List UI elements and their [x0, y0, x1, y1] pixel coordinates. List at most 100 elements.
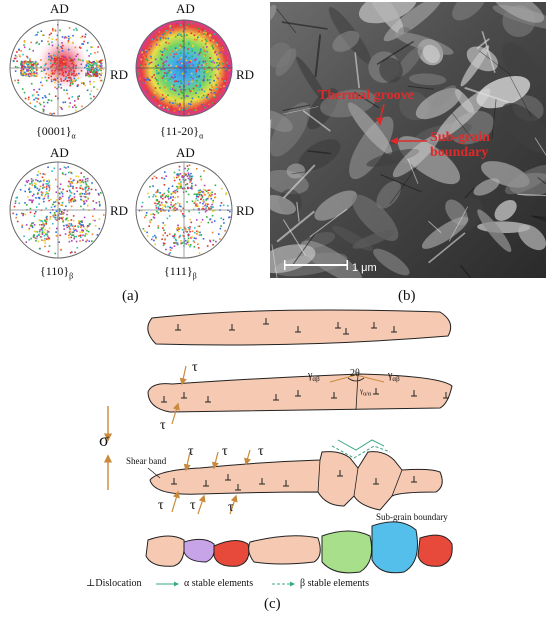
pole-point [38, 102, 41, 105]
pole-point [85, 65, 88, 67]
pole-point [202, 106, 205, 108]
pole-point [212, 206, 214, 208]
pole-point [144, 79, 146, 81]
pole-point [55, 210, 58, 213]
pole-point [30, 62, 32, 64]
pole-point [36, 73, 39, 76]
pole-point [178, 236, 180, 239]
pole-point [23, 71, 26, 74]
pole-point [195, 194, 198, 197]
pole-point [202, 191, 204, 193]
pole-point [219, 63, 221, 66]
pole-point [165, 37, 167, 40]
pole-point [61, 108, 63, 110]
pole-point [81, 199, 83, 202]
pole-point [34, 186, 36, 189]
pole-point [184, 35, 186, 37]
pole-point [41, 231, 44, 234]
pole-point [145, 212, 148, 214]
pole-point [96, 75, 98, 78]
pole-point [169, 249, 172, 251]
pole-point [84, 84, 86, 87]
pole-point [193, 201, 196, 204]
pole-point [166, 56, 168, 59]
pole-point [82, 181, 85, 184]
pole-point [200, 198, 202, 201]
pole-point [85, 67, 88, 70]
pole-point [184, 84, 187, 87]
pole-point [163, 64, 166, 66]
pole-point [71, 197, 73, 200]
pole-point [48, 245, 51, 247]
pole-point [32, 49, 34, 52]
pole-point [99, 68, 101, 71]
dislocation-symbol [171, 478, 177, 485]
pole-point [178, 93, 180, 96]
pole-point [177, 71, 180, 73]
pole-point [186, 107, 188, 110]
pole-point [24, 66, 27, 68]
pole-point [159, 50, 162, 52]
pole-point [42, 198, 45, 200]
pole-point [43, 64, 46, 67]
pole-point [63, 63, 66, 65]
pole-point [205, 209, 208, 212]
pole-point [54, 28, 56, 31]
pole-point [180, 88, 182, 91]
pole-point [187, 112, 190, 115]
dislocation-symbol [411, 476, 417, 483]
pole-point [212, 46, 214, 49]
pole-point [72, 231, 75, 233]
tem-grain [379, 57, 403, 83]
pole-point [55, 231, 57, 233]
pole-point [63, 37, 66, 39]
pole-point [198, 89, 200, 91]
pole-point [13, 57, 16, 60]
pole-point [96, 74, 98, 77]
tem-line [281, 21, 328, 30]
pole-point [188, 164, 191, 166]
pole-point [146, 91, 149, 93]
pole-point [188, 210, 190, 213]
pole-point [69, 171, 71, 173]
tem-grain [298, 139, 341, 171]
pole-point [167, 189, 169, 192]
pole-point [58, 218, 60, 220]
pole-point [85, 190, 87, 192]
pole-point [164, 206, 167, 208]
pole-point [169, 25, 172, 27]
pole-point [189, 218, 191, 221]
pole-point [206, 51, 209, 53]
tem-grain [300, 240, 363, 278]
pole-point [87, 62, 89, 64]
tem-line [531, 214, 546, 222]
pole-figure-110 [9, 161, 107, 259]
pole-point [80, 184, 82, 187]
pole-point [43, 101, 45, 104]
pole-point [206, 105, 208, 107]
pole-point [70, 236, 73, 239]
pole-point [191, 188, 193, 190]
pole-point [76, 29, 78, 31]
pole-point [70, 219, 73, 221]
pole-point [205, 32, 207, 34]
pole-point [142, 49, 144, 52]
pole-point [53, 58, 55, 60]
pole-point [164, 86, 166, 89]
pole-point [88, 68, 91, 70]
pole-point [36, 100, 38, 103]
pole-point [68, 197, 70, 199]
pole-point [175, 242, 177, 244]
tem-grain [328, 6, 372, 65]
pole-point [45, 233, 47, 235]
pole-point [85, 182, 87, 184]
pole-point [45, 96, 47, 99]
pole-point [75, 187, 78, 189]
pole-point [166, 234, 169, 237]
pole-point [40, 81, 42, 84]
pole-point [40, 227, 43, 229]
pole-point [70, 77, 72, 79]
tem-grain [452, 2, 487, 21]
pole-point [209, 218, 212, 220]
pole-point [28, 239, 30, 241]
